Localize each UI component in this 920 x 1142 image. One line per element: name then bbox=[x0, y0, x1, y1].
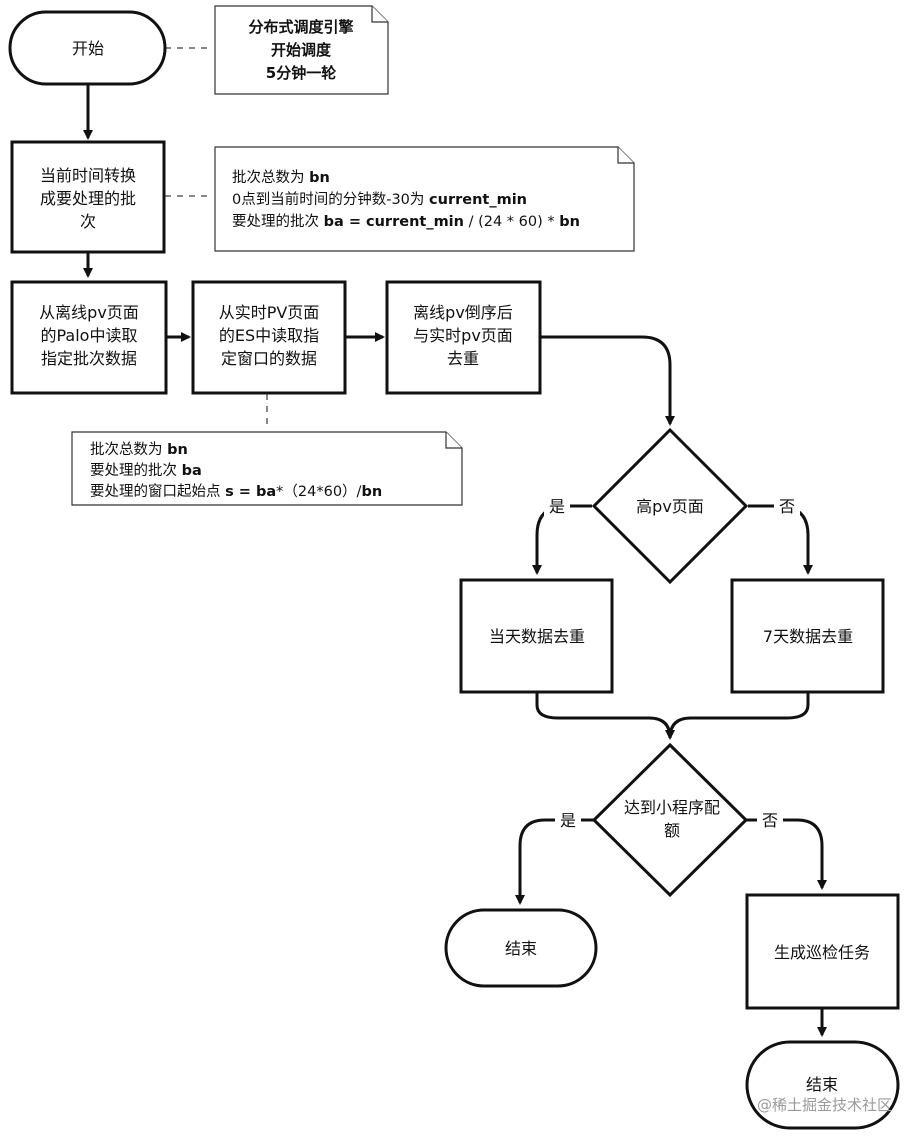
decision-quota-line-2: 额 bbox=[664, 821, 680, 840]
step-palo-line-1: 从离线pv页面 bbox=[39, 303, 139, 322]
step-today-dedupe-box bbox=[459, 578, 614, 694]
watermark: @稀土掘金技术社区 bbox=[757, 1096, 892, 1114]
convert-note-line-2: 0点到当前时间的分钟数-30为 current_min bbox=[232, 191, 527, 208]
window-note-line-3: 要处理的窗口起始点 s = ba*（24*60）/bn bbox=[90, 482, 382, 500]
window-note-line-1: 批次总数为 bn bbox=[90, 441, 188, 458]
step-read-es-box bbox=[191, 280, 347, 395]
decision-high-pv bbox=[591, 427, 749, 585]
step-dedupe-box bbox=[385, 280, 542, 395]
label-bg-no-1 bbox=[774, 495, 800, 517]
step-convert-line-2: 成要处理的批 bbox=[40, 189, 136, 208]
step-palo-line-2: 的Palo中读取 bbox=[41, 326, 138, 345]
decision-quota-line-1: 达到小程序配 bbox=[624, 798, 720, 817]
step-7days-dedupe-box bbox=[730, 578, 885, 694]
label-bg-no-2 bbox=[757, 809, 783, 831]
edge-quota-yes bbox=[515, 818, 597, 905]
step-7days-dedupe-label: 7天数据去重 bbox=[763, 627, 853, 646]
step-generate-task-label: 生成巡检任务 bbox=[774, 943, 870, 962]
edge-quota-no bbox=[744, 818, 827, 890]
decision-high-pv-label: 高pv页面 bbox=[636, 497, 704, 516]
decision-quota bbox=[591, 742, 749, 898]
step-es-line-1: 从实时PV页面 bbox=[219, 303, 320, 322]
label-bg-yes-2 bbox=[555, 809, 581, 831]
label-no-quota: 否 bbox=[762, 811, 778, 830]
start-note-line-2: 开始调度 bbox=[271, 41, 332, 59]
end-terminal-right bbox=[745, 1040, 900, 1130]
edge-today-to-merge bbox=[535, 693, 672, 739]
window-note-line-2: 要处理的批次 ba bbox=[90, 462, 202, 479]
end-terminal-left bbox=[444, 908, 598, 988]
step-dedupe-line-2: 与实时pv页面 bbox=[413, 326, 513, 345]
label-yes-high-pv: 是 bbox=[549, 497, 565, 516]
start-note-line-1: 分布式调度引擎 bbox=[248, 18, 353, 36]
step-convert-line-3: 次 bbox=[80, 212, 96, 231]
start-note-line-3: 5分钟一轮 bbox=[266, 64, 336, 82]
step-dedupe-line-3: 去重 bbox=[447, 349, 479, 368]
step-today-dedupe-label: 当天数据去重 bbox=[489, 627, 585, 646]
label-bg-yes-1 bbox=[544, 495, 570, 517]
start-label: 开始 bbox=[72, 39, 104, 58]
step-generate-task-box bbox=[745, 893, 900, 1010]
label-yes-quota: 是 bbox=[560, 811, 576, 830]
step-read-palo-box bbox=[10, 280, 168, 395]
step-es-line-2: 的ES中读取指 bbox=[219, 326, 319, 345]
edge-dedupe-to-decision bbox=[540, 335, 675, 426]
step-convert-time-box bbox=[10, 140, 166, 254]
convert-note-line-1: 批次总数为 bn bbox=[232, 169, 330, 186]
convert-note-line-3: 要处理的批次 ba = current_min / (24 * 60) * bn bbox=[232, 213, 580, 230]
step-convert-line-1: 当前时间转换 bbox=[40, 166, 136, 185]
end-right-label: 结束 bbox=[806, 1075, 838, 1094]
step-dedupe-line-1: 离线pv倒序后 bbox=[413, 303, 513, 322]
end-left-label: 结束 bbox=[505, 939, 537, 958]
start-terminal bbox=[8, 10, 167, 86]
edge-7days-to-merge bbox=[665, 693, 810, 740]
convert-note: 批次总数为 bn 0点到当前时间的分钟数-30为 current_min 要处理… bbox=[214, 146, 635, 252]
window-note: 批次总数为 bn 要处理的批次 ba 要处理的窗口起始点 s = ba*（24*… bbox=[71, 431, 463, 506]
step-palo-line-3: 指定批次数据 bbox=[41, 349, 137, 368]
step-es-line-3: 定窗口的数据 bbox=[221, 349, 317, 368]
start-note: 分布式调度引擎 开始调度 5分钟一轮 bbox=[214, 5, 389, 95]
label-no-high-pv: 否 bbox=[779, 497, 795, 516]
